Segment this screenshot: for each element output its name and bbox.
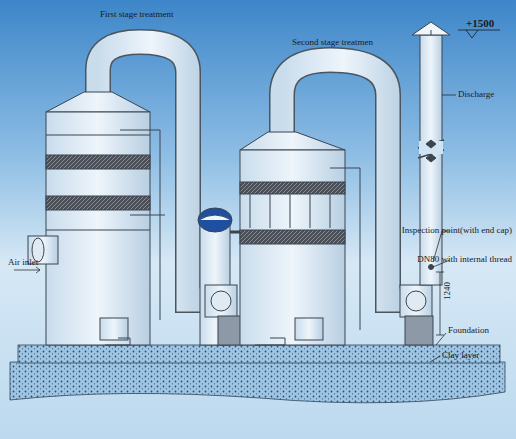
part-label: Air inlet (8, 258, 38, 267)
stage-label: First stage treatment (100, 10, 173, 19)
stage-label: Second stage treatmen (292, 38, 373, 47)
second-stage-tower (240, 132, 360, 345)
part-label: Foundation (448, 326, 489, 335)
level-value: +1500 (466, 18, 494, 29)
clay-layer (10, 362, 505, 403)
level-mark (458, 30, 500, 38)
part-label: DN80 with internal thread (417, 255, 512, 264)
part-label: Discharge (458, 90, 494, 99)
part-label: Clay layer (442, 351, 479, 360)
first-stage-tower (28, 92, 165, 345)
part-label: Inspection point(with end cap) (402, 226, 512, 235)
leader-lines (14, 95, 456, 362)
dimension: 1240 (443, 282, 452, 300)
foundation-slab (18, 345, 500, 363)
